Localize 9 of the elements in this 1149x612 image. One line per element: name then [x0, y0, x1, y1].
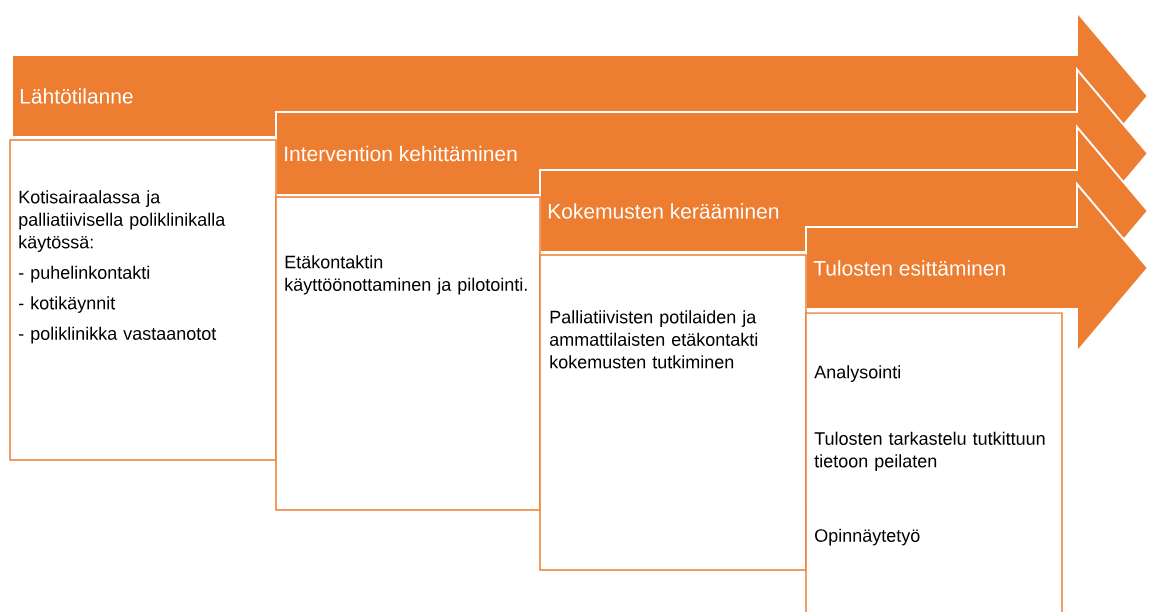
text-box: Palliatiivisten potilaiden ja ammattilaisten etäkontakti kokemusten tutkiminen [539, 254, 807, 571]
node-label: Kokemusten kerääminen [548, 203, 779, 219]
node-label: Tulosten esittäminen [813, 260, 1005, 276]
node-label: Intervention kehittäminen [285, 145, 517, 162]
text-box: Kotisairaalassa ja palliatiivisella poliklinikalla käytössä: - puhelinkontakti - kotikäynnit - poliklinikka vastaanotot [9, 139, 277, 461]
text-box: Etäkontaktin käyttöönottaminen ja pilotointi. [275, 196, 541, 511]
arrow-band: Tulosten esittäminen [805, 181, 1149, 355]
text-box: Analysointi Tulosten tarkastelu tutkittuun tietoon peilaten Opinnäytetyö [805, 312, 1063, 612]
node-label: Lähtötilanne [20, 88, 133, 104]
